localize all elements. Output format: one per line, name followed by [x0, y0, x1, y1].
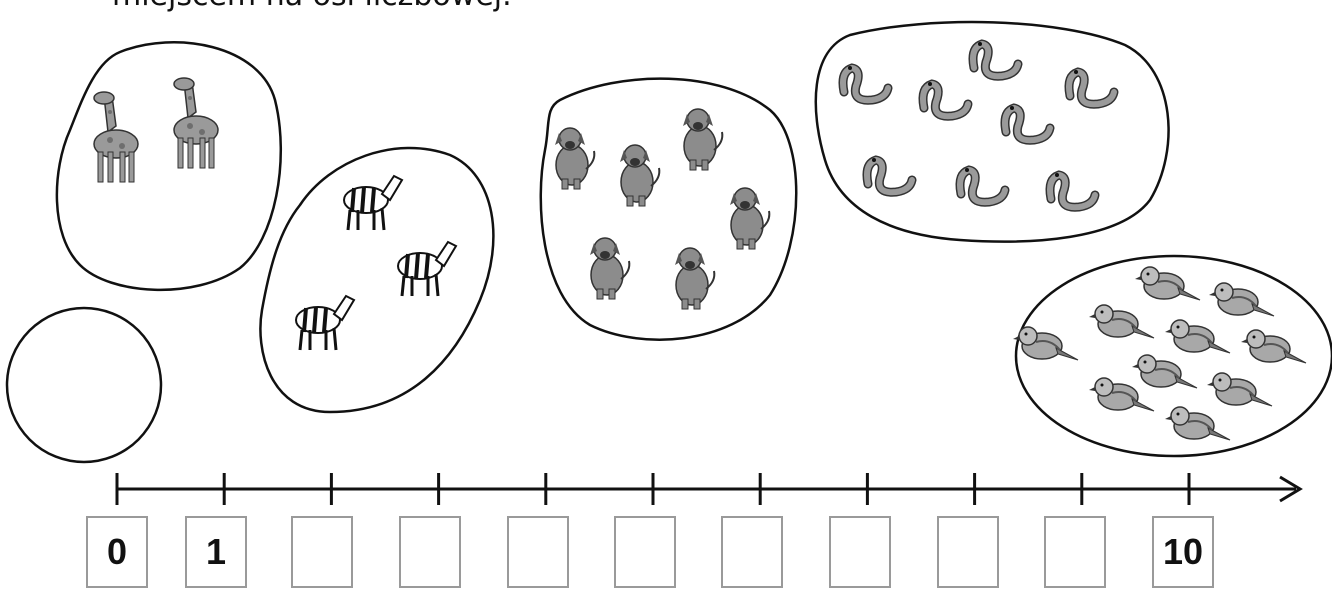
giraffe-group [55, 41, 282, 291]
snake-icon [867, 158, 912, 192]
answer-box-3[interactable] [399, 516, 461, 588]
snake-icon [1005, 106, 1050, 140]
giraffe-icon [93, 91, 139, 183]
bird-icon [1012, 326, 1079, 361]
snake-icon [1069, 70, 1114, 104]
answer-box-7[interactable] [829, 516, 891, 588]
giraffe-icon [173, 77, 219, 169]
answer-box-9[interactable] [1044, 516, 1106, 588]
answer-box-2[interactable] [291, 516, 353, 588]
snake-icon [960, 168, 1005, 202]
bird-icon [1164, 406, 1231, 441]
zebra-icon [342, 174, 404, 232]
answer-box-6[interactable] [721, 516, 783, 588]
bird-icon [1164, 319, 1231, 354]
dog-icon [589, 237, 631, 300]
snake-icon [973, 42, 1018, 76]
zebra-icon [294, 294, 356, 352]
bird-icon [1240, 329, 1307, 364]
dog-icon [619, 144, 661, 207]
number-line [116, 475, 1303, 503]
snake-icon [1050, 173, 1095, 207]
bird-icon [1131, 354, 1198, 389]
number-line-ticks [115, 473, 1191, 505]
dog-icon [674, 247, 716, 310]
dog-group [539, 77, 798, 341]
answer-box-8[interactable] [937, 516, 999, 588]
snake-icon [843, 66, 888, 100]
snake-group [814, 20, 1170, 243]
dog-icon [729, 187, 771, 250]
zebra-group [259, 146, 495, 414]
answer-box-10: 10 [1152, 516, 1214, 588]
snake-icon [923, 82, 968, 116]
dog-icon [554, 127, 596, 190]
zebra-icon [396, 240, 458, 298]
bird-icon [1134, 266, 1201, 301]
answer-box-4[interactable] [507, 516, 569, 588]
instruction-text: miejscem na osi liczbowej. [112, 0, 512, 13]
bird-icon [1208, 282, 1275, 317]
bird-icon [1088, 377, 1155, 412]
bird-icon [1088, 304, 1155, 339]
bird-group [1012, 254, 1332, 458]
answer-box-1: 1 [185, 516, 247, 588]
dog-icon [682, 108, 724, 171]
bird-icon [1206, 372, 1273, 407]
empty-group [5, 306, 163, 464]
answer-box-5[interactable] [614, 516, 676, 588]
answer-box-0: 0 [86, 516, 148, 588]
